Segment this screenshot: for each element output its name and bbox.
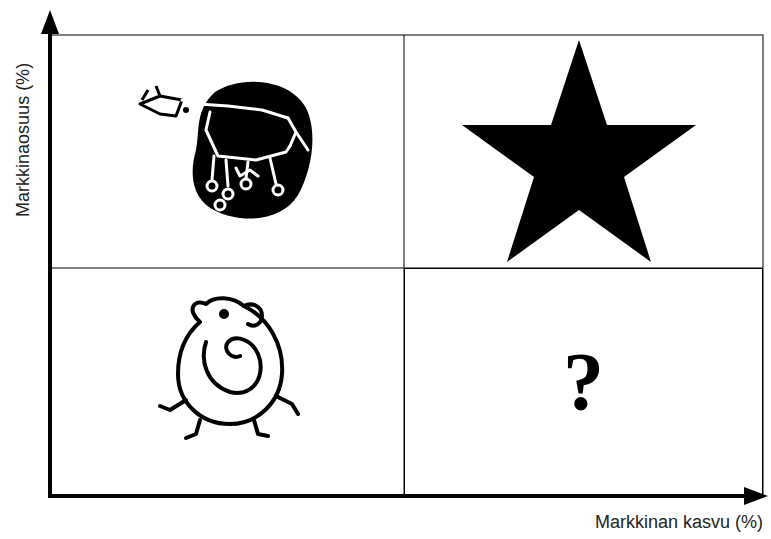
cash-cow-icon [140, 82, 312, 219]
question-mark: ? [563, 341, 604, 423]
matrix-quadrant: ? [404, 268, 763, 496]
axis-arrowhead [744, 487, 768, 505]
x-axis-label: Markkinan kasvu (%) [595, 513, 763, 533]
star-icon [462, 40, 696, 262]
y-axis [48, 30, 52, 497]
axis-arrowhead [41, 10, 59, 34]
matrix-frame [50, 35, 763, 496]
dog-icon [160, 298, 298, 438]
x-axis [48, 494, 748, 498]
y-axis-label: Markkinaosuus (%) [14, 63, 34, 217]
